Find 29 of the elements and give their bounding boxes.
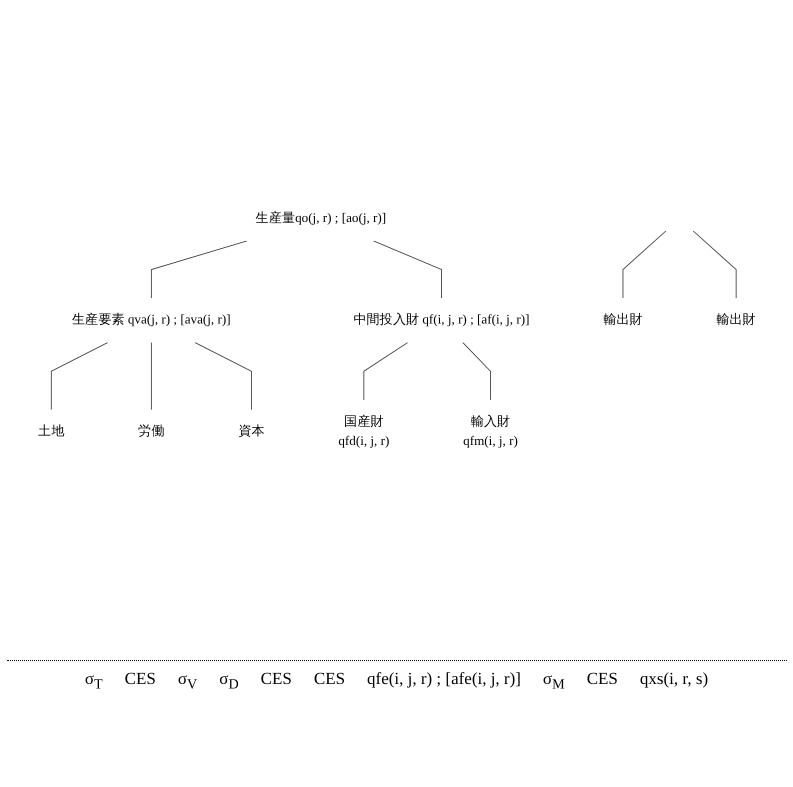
node-text: 生産要素 qva(j, r) ; [ava(j, r)] [72,312,230,327]
label-text: CES [124,669,156,690]
node-text: 労働 [138,424,164,438]
node-text: 輸出財 [716,312,756,327]
label-text: σ$_{D}$ [219,669,239,694]
node-text: 国産財 qfd(i, j, r) [338,414,389,448]
label-text: σ$_{V}$ [178,669,198,694]
label-text: σ$_{T}$ [84,669,103,694]
connector [462,342,490,400]
label-text: CES [260,669,292,690]
node-text: 資本 [238,424,264,438]
connector [150,240,247,298]
node-text: 中間投入財 qf(i, j, r) ; [af(i, j, r)] [352,312,529,327]
label-text: qfe(i, j, r) ; [afe(i, j, r)] [367,669,521,690]
connector [692,230,736,298]
connector [372,240,442,298]
label-text: qxs(i, r, s) [640,669,708,690]
connector [150,342,152,410]
node-text: 生産量qo(j, r) ; [ao(j, r)] [255,211,386,226]
node-text: 輸入財 qfm(i, j, r) [462,414,518,448]
connector [194,342,252,410]
label-text: σ$_{M}$ [542,669,565,694]
label-text: CES [314,669,346,690]
connector [622,230,666,298]
connector [50,342,108,410]
node-text: 土地 [38,424,64,438]
node-text: 輸出財 [602,312,642,327]
connector [362,342,408,400]
label-text: CES [586,669,618,690]
